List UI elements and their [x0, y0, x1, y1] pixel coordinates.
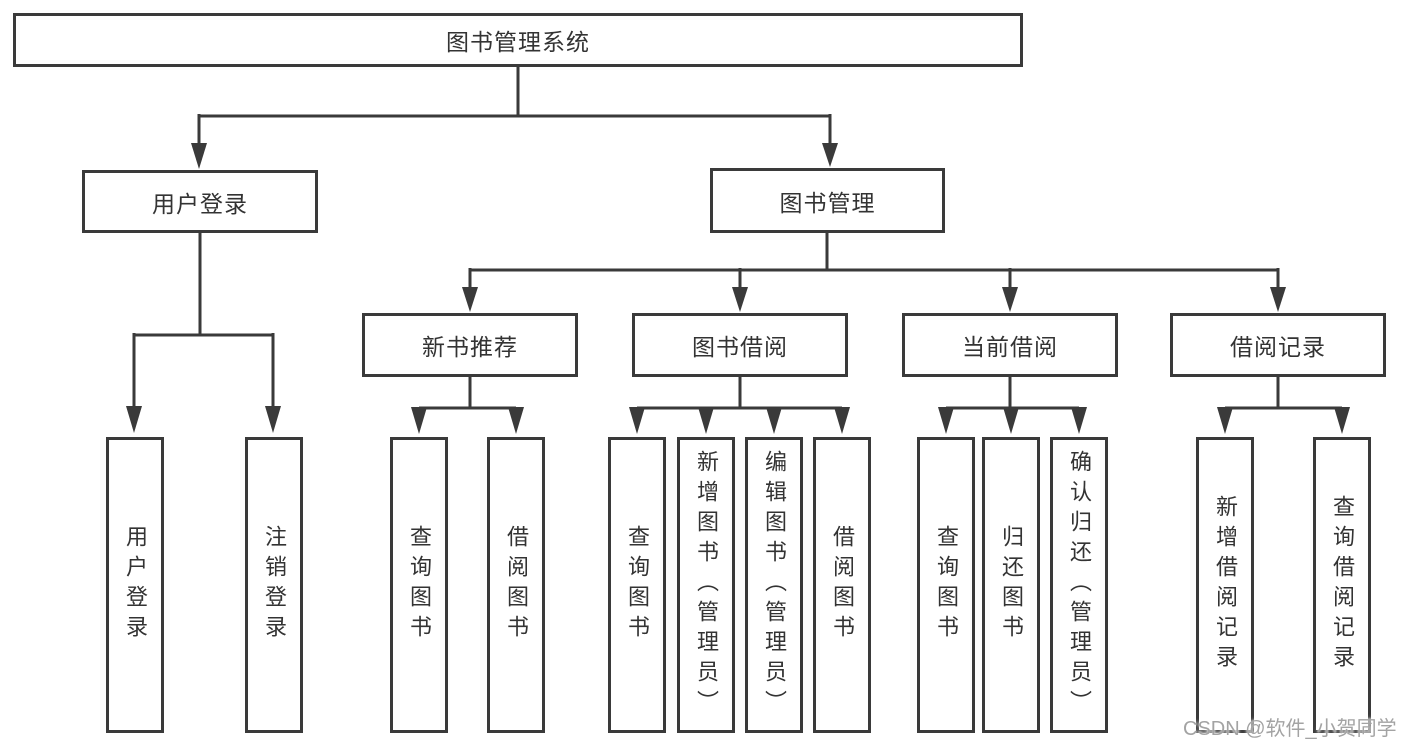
- node-user-login: 用户登录: [82, 170, 318, 233]
- leaf-query-books-borrow-label: 查询图书: [625, 525, 650, 645]
- node-current-borrow-label: 当前借阅: [962, 334, 1058, 360]
- leaf-query-books-current-label: 查询图书: [934, 525, 959, 645]
- leaf-query-books-borrow: 查询图书: [608, 437, 666, 733]
- node-new-book-recommend: 新书推荐: [362, 313, 578, 377]
- leaf-borrow-books-recommend: 借阅图书: [487, 437, 545, 733]
- leaf-add-borrow-record: 新增借阅记录: [1196, 437, 1254, 733]
- leaf-return-book: 归还图书: [982, 437, 1040, 733]
- leaf-confirm-return-admin: 确认归还（管理员）: [1050, 437, 1108, 733]
- node-book-borrow: 图书借阅: [632, 313, 848, 377]
- leaf-borrow-books-recommend-label: 借阅图书: [504, 525, 529, 645]
- node-borrow-records: 借阅记录: [1170, 313, 1386, 377]
- leaf-query-books-current: 查询图书: [917, 437, 975, 733]
- node-book-borrow-label: 图书借阅: [692, 334, 788, 360]
- node-root-label: 图书管理系统: [446, 29, 590, 55]
- edge-lines: [132, 67, 1342, 410]
- leaf-logout: 注销登录: [245, 437, 303, 733]
- node-book-management-label: 图书管理: [779, 189, 876, 216]
- leaf-add-borrow-record-label: 新增借阅记录: [1213, 495, 1238, 675]
- node-new-book-recommend-label: 新书推荐: [422, 334, 518, 360]
- node-user-login-label: 用户登录: [152, 190, 248, 217]
- arrow-heads: [126, 143, 1350, 434]
- leaf-edit-book-admin: 编辑图书（管理员）: [745, 437, 803, 733]
- leaf-edit-book-admin-label: 编辑图书（管理员）: [762, 450, 787, 720]
- leaf-query-books-recommend: 查询图书: [390, 437, 448, 733]
- leaf-confirm-return-admin-label: 确认归还（管理员）: [1067, 450, 1092, 720]
- leaf-borrow-books: 借阅图书: [813, 437, 871, 733]
- leaf-user-login: 用户登录: [106, 437, 164, 733]
- leaf-logout-label: 注销登录: [262, 525, 287, 645]
- leaf-query-borrow-record-label: 查询借阅记录: [1330, 495, 1355, 675]
- leaf-borrow-books-label: 借阅图书: [830, 525, 855, 645]
- leaf-return-book-label: 归还图书: [999, 525, 1024, 645]
- leaf-query-books-recommend-label: 查询图书: [407, 525, 432, 645]
- node-borrow-records-label: 借阅记录: [1230, 334, 1326, 360]
- node-root: 图书管理系统: [13, 13, 1023, 67]
- leaf-query-borrow-record: 查询借阅记录: [1313, 437, 1371, 733]
- csdn-watermark: CSDN @软件_小贺同学: [1183, 718, 1397, 740]
- leaf-add-book-admin-label: 新增图书（管理员）: [694, 450, 719, 720]
- leaf-add-book-admin: 新增图书（管理员）: [677, 437, 735, 733]
- node-book-management: 图书管理: [710, 168, 945, 233]
- node-current-borrow: 当前借阅: [902, 313, 1118, 377]
- leaf-user-login-label: 用户登录: [123, 525, 148, 645]
